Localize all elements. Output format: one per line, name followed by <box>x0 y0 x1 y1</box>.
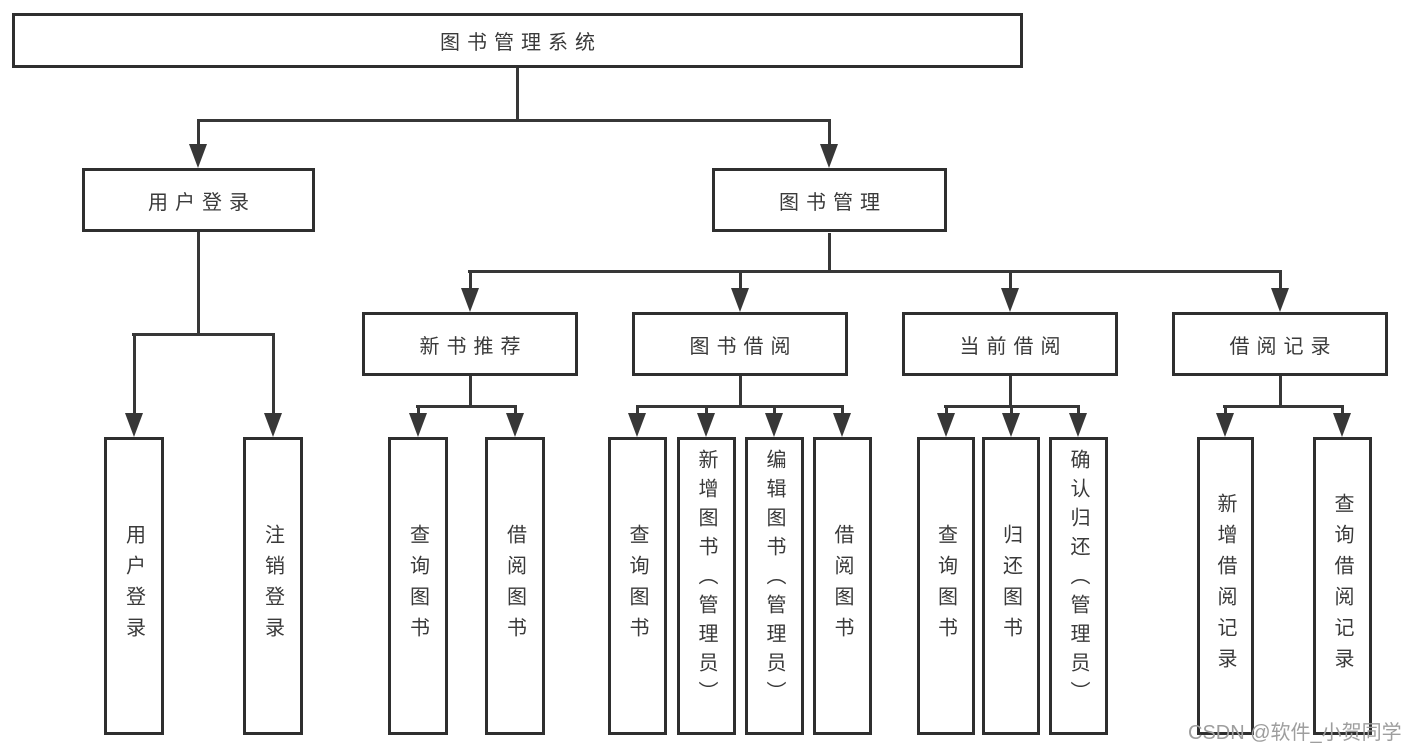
arrow-down-icon <box>1002 413 1020 437</box>
leaf-add-book-admin: 新增图书（管理员） <box>677 437 736 735</box>
leaf-borrow-book-borrow: 借阅图书 <box>813 437 872 735</box>
leaf-query-book-current: 查询图书 <box>917 437 975 735</box>
leaf-query-borrow-record: 查询借阅记录 <box>1313 437 1372 735</box>
leaf-add-borrow-record: 新增借阅记录 <box>1197 437 1254 735</box>
connector-leaf-drop <box>773 407 776 415</box>
connector-book-mgmt-drop <box>828 120 831 146</box>
arrow-down-icon <box>1001 288 1019 312</box>
connector-borrow-hline <box>636 405 844 408</box>
connector-leaf-drop <box>705 407 708 415</box>
arrow-down-icon <box>189 144 207 168</box>
connector-leaf-drop <box>636 407 639 415</box>
arrow-down-icon <box>1333 413 1351 437</box>
arrow-down-icon <box>1069 413 1087 437</box>
connector-leaf-drop <box>841 407 844 415</box>
connector-borrow-stem <box>739 376 742 407</box>
connector-level3-drop <box>469 272 472 290</box>
watermark: CSDN @软件_小贺同学 <box>1188 722 1402 744</box>
connector-root-stem <box>516 68 519 121</box>
leaf-borrow-book-recommend: 借阅图书 <box>485 437 545 735</box>
connector-level3-drop <box>1279 272 1282 290</box>
leaf-confirm-return-admin: 确认归还（管理员） <box>1049 437 1108 735</box>
connector-leaf-drop <box>1010 407 1013 415</box>
node-root: 图书管理系统 <box>12 13 1023 68</box>
arrow-down-icon <box>409 413 427 437</box>
leaf-query-book-borrow: 查询图书 <box>608 437 667 735</box>
arrow-down-icon <box>820 144 838 168</box>
arrow-down-icon <box>506 413 524 437</box>
connector-user-hline <box>132 333 275 336</box>
arrow-down-icon <box>1271 288 1289 312</box>
connector-recommend-stem <box>469 376 472 407</box>
connector-mgmt-hline <box>468 270 1282 273</box>
arrow-down-icon <box>765 413 783 437</box>
connector-current-hline <box>944 405 1080 408</box>
connector-leaf-drop <box>417 407 420 415</box>
connector-leaf-drop <box>945 407 948 415</box>
connector-user-login-drop <box>197 120 200 146</box>
connector-leaf-drop <box>1341 407 1344 415</box>
node-borrow-records: 借阅记录 <box>1172 312 1388 376</box>
connector-user-stem <box>197 232 200 336</box>
arrow-down-icon <box>697 413 715 437</box>
arrow-down-icon <box>833 413 851 437</box>
leaf-user-login: 用户登录 <box>104 437 164 735</box>
connector-current-stem <box>1009 376 1012 407</box>
leaf-query-book-recommend: 查询图书 <box>388 437 448 735</box>
connector-leaf-drop <box>272 335 275 415</box>
node-current-borrow: 当前借阅 <box>902 312 1118 376</box>
connector-records-hline <box>1223 405 1344 408</box>
node-book-borrow: 图书借阅 <box>632 312 848 376</box>
arrow-down-icon <box>731 288 749 312</box>
arrow-down-icon <box>461 288 479 312</box>
connector-recommend-hline <box>416 405 517 408</box>
connector-level3-drop <box>1009 272 1012 290</box>
arrow-down-icon <box>628 413 646 437</box>
connector-leaf-drop <box>1224 407 1227 415</box>
connector-leaf-drop <box>133 335 136 415</box>
connector-records-stem <box>1279 376 1282 407</box>
leaf-edit-book-admin: 编辑图书（管理员） <box>745 437 804 735</box>
leaf-logout: 注销登录 <box>243 437 303 735</box>
arrow-down-icon <box>264 413 282 437</box>
arrow-down-icon <box>125 413 143 437</box>
node-new-book-recommend: 新书推荐 <box>362 312 578 376</box>
connector-level3-drop <box>739 272 742 290</box>
node-book-management: 图书管理 <box>712 168 947 232</box>
node-user-login: 用户登录 <box>82 168 315 232</box>
connector-leaf-drop <box>1077 407 1080 415</box>
arrow-down-icon <box>937 413 955 437</box>
arrow-down-icon <box>1216 413 1234 437</box>
connector-mgmt-stem <box>828 233 831 273</box>
connector-root-hline <box>197 119 831 122</box>
connector-leaf-drop <box>514 407 517 415</box>
leaf-return-book: 归还图书 <box>982 437 1040 735</box>
